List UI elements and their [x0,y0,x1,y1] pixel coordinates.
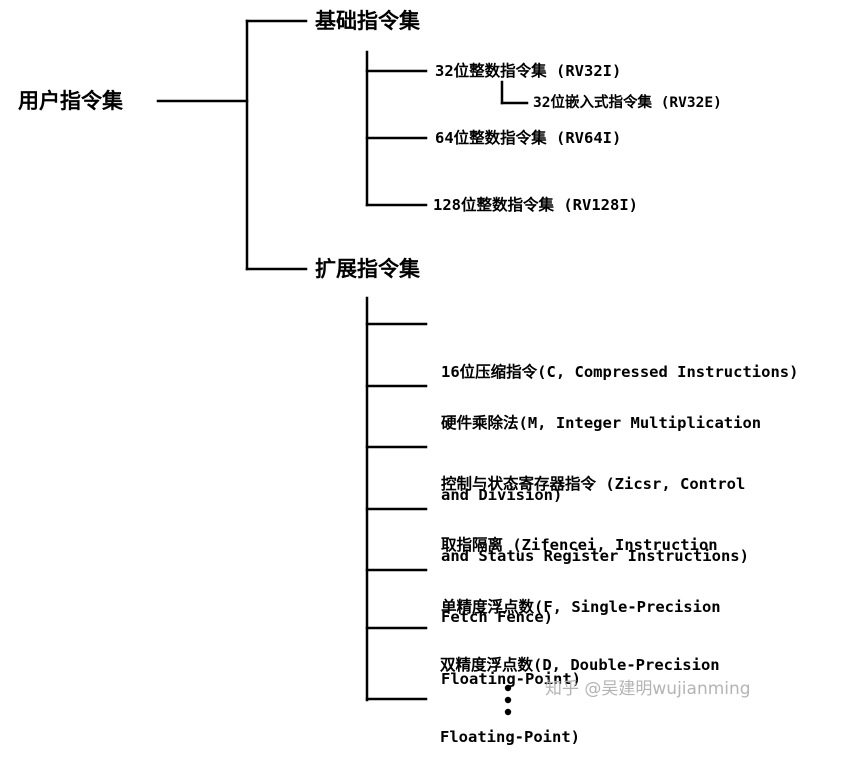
ext-item-line1: 控制与状态寄存器指令 (Zicsr, Control [441,475,746,493]
ext-item-line2: Floating-Point) [441,670,581,688]
ext-item-m: 硬件乘除法(M, Integer Multiplication and Divi… [441,363,761,531]
continuation-dot [504,684,512,692]
ext-item-line1: 硬件乘除法(M, Integer Multiplication [441,414,762,432]
ext-item-line1: 单精度浮点数(F, Single-Precision [441,598,721,616]
watermark: 知乎 @吴建明wujianming [545,679,751,699]
ext-item-c: 16位压缩指令(C, Compressed Instructions) [441,312,798,408]
ext-item-line2: and Status Register Instructions) [441,547,749,565]
tree-diagram [156,19,529,716]
base-set-label: 基础指令集 [315,9,420,33]
ext-item-line1: 双精度浮点数(D, Double-Precision [440,656,720,674]
ext-item-line1: 16位压缩指令(C, Compressed Instructions) [441,363,799,381]
ext-set-label: 扩展指令集 [315,257,420,281]
rv32e-label: 32位嵌入式指令集 (RV32E) [533,95,722,111]
ext-item-f: 单精度浮点数(F, Single-Precision Floating-Poin… [441,547,721,715]
rv32i-label: 32位整数指令集 (RV32I) [435,62,622,80]
ext-item-line2: Fetch Fence) [441,608,553,626]
continuation-dots [504,684,512,716]
root-label: 用户指令集 [18,89,123,113]
continuation-dot [504,696,512,704]
ext-item-line1: 取指隔离 (Zifencei, Instruction [441,536,718,554]
tree-connectors [156,19,529,702]
rv64i-label: 64位整数指令集 (RV64I) [435,129,622,147]
continuation-dot [504,708,512,716]
ext-item-zicsr: 控制与状态寄存器指令 (Zicsr, Control and Status Re… [441,424,749,592]
rv128i-label: 128位整数指令集 (RV128I) [433,196,638,214]
ext-item-line2: Floating-Point) [440,728,580,746]
ext-item-zifencei: 取指隔离 (Zifencei, Instruction Fetch Fence) [441,485,718,653]
ext-item-line2: and Division) [441,486,563,504]
